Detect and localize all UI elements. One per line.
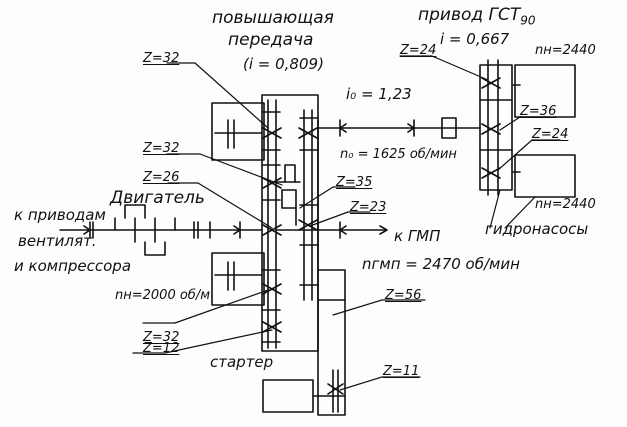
gear-stacks [261,99,319,349]
title-raising-gear: повышающая [212,8,334,28]
title-transmission: передача [228,30,314,50]
gear-z36: Z=36 [520,104,557,119]
engine-label: Двигатель [110,188,205,208]
gear-z24-top: Z=24 [400,43,437,58]
gear-z26: Z=26 [143,170,180,185]
title-gst-drive: привод ГСТ90 [418,5,536,28]
inner-shafts [214,119,319,291]
compressor-label: и компрессора [14,257,132,275]
leader-lines [132,55,561,391]
starter-label: стартер [210,353,274,371]
gear-z56: Z=56 [385,288,422,303]
gear-z32-top: Z=32 [143,51,180,66]
to-gmp-label: к ГМП [394,227,441,245]
ratio-i0: i₀ = 1,23 [346,85,412,103]
gear-z32-low: Z=32 [143,330,180,345]
gear-z35: Z=35 [336,175,373,190]
ratio-gst-drive: i = 0,667 [440,30,510,48]
hydro-pumps-label: гидронасосы [485,220,589,238]
starter-assembly [262,369,346,413]
gst-drive-housing [479,59,521,196]
output-shaft-gmp [317,221,388,239]
fan-label: вентилят. [18,232,97,250]
engine-speed: nн=2000 об/м [115,288,211,303]
gear-z12: Z=12 [143,341,180,356]
gear-z11: Z=11 [383,364,420,379]
drive-shaft-gst [317,117,481,139]
ratio-raising-gear: (i = 0,809) [243,55,324,73]
pump-speed-bottom: nн=2440 [535,197,596,212]
gear-z24-mid: Z=24 [532,127,569,142]
speed-gmp: nгмп = 2470 об/мин [362,255,520,273]
gear-z23: Z=23 [350,200,387,215]
to-drives-label: к приводам [14,206,106,224]
engine-shaft [59,204,263,256]
gear-z32-mid: Z=32 [143,141,180,156]
pump-speed-top: nн=2440 [535,43,596,58]
speed-n0: n₀ = 1625 об/мин [340,147,457,162]
